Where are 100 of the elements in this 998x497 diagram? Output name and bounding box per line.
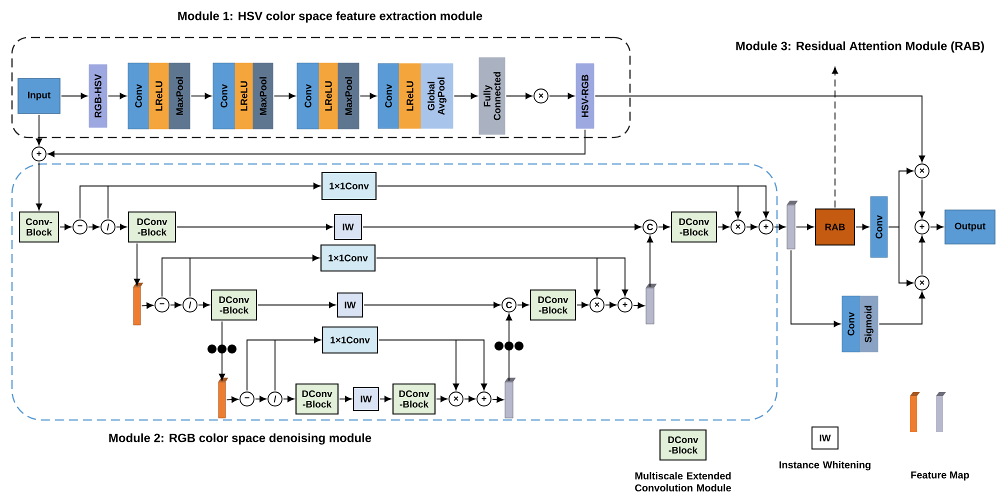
arrow [888, 226, 914, 286]
arrow [141, 302, 154, 309]
layer-strip: Conv [842, 296, 860, 352]
arrow [517, 302, 529, 308]
arrow [796, 224, 814, 230]
arrow [283, 396, 294, 402]
arrow [436, 396, 448, 402]
feature-map [218, 378, 228, 418]
conv-box: 1×1Conv [321, 172, 377, 200]
arrow [134, 243, 140, 286]
arrow [190, 254, 320, 297]
layer-strip: LReLU [398, 63, 422, 129]
block-box: Conv- Block [18, 211, 60, 243]
arrow [378, 340, 488, 390]
arrow [176, 224, 333, 230]
layer-strip: Conv [296, 62, 320, 130]
block-box: DConv -Block [210, 289, 258, 321]
arrow [790, 250, 841, 328]
conv-box: 1×1Conv [320, 244, 376, 272]
rab-box: RAB [814, 208, 856, 246]
layer-strip: Global AvgPool [420, 63, 454, 129]
arrow [856, 224, 870, 230]
output-box: Output [944, 210, 996, 244]
module-title: Module 3: Residual Attention Module (RAB) [736, 41, 984, 53]
block-box: DConv -Block [128, 211, 176, 243]
arrow [339, 396, 352, 402]
arrow [255, 396, 266, 402]
arrow [549, 92, 575, 100]
arrow [718, 224, 730, 230]
arrow [88, 224, 100, 230]
arrow [506, 92, 532, 100]
layer-strip: Conv [212, 62, 236, 130]
feature-map [133, 282, 144, 326]
arrow [832, 66, 838, 208]
arrow [594, 96, 926, 162]
layer-strip: Sigmoid [860, 296, 878, 352]
layer-strip: MaxPool [252, 62, 274, 130]
block-box: DConv -Block [295, 383, 339, 415]
arrow [878, 292, 926, 324]
layer-strip: MaxPool [168, 62, 190, 130]
arrow [746, 224, 758, 230]
conv-box: 1×1Conv [322, 326, 378, 354]
arrow [258, 302, 336, 308]
arrow [218, 321, 226, 381]
arrow [60, 92, 88, 100]
arrow [226, 396, 238, 403]
arrow [170, 302, 182, 308]
arrow [506, 314, 512, 382]
layer-strip: LReLU [234, 62, 254, 130]
layer-strip: Fully Connected [478, 57, 506, 135]
legend-caption: Multiscale Extended Convolution Module [635, 472, 731, 492]
iw-box: IW [336, 292, 364, 318]
conversion-box: RGB-HSV [88, 64, 108, 128]
arrow [190, 92, 212, 100]
arrow [274, 336, 321, 391]
arrow [116, 224, 127, 230]
arrow [918, 179, 926, 218]
arrow [380, 396, 392, 402]
layer-strip: MaxPool [338, 62, 360, 130]
arrow [60, 224, 72, 230]
legend-text: Feature Map [911, 472, 970, 480]
conv-box: Conv [870, 196, 888, 258]
iw-box: IW [352, 386, 380, 412]
arrow [108, 92, 127, 100]
arrow [48, 129, 586, 158]
conversion-box: HSV-RGB [576, 63, 594, 129]
layer-strip: Conv [128, 62, 150, 130]
block-box: DConv -Block [659, 429, 707, 461]
arrow [774, 224, 786, 230]
arrow [464, 396, 476, 402]
iw-box: IW [812, 426, 838, 450]
feature-map [786, 200, 798, 250]
block-box: DConv -Block [670, 211, 718, 243]
arrow [492, 396, 504, 403]
layer-strip: LReLU [148, 62, 170, 130]
arrow [362, 224, 642, 230]
arrow [454, 92, 478, 100]
iw-box: IW [334, 214, 362, 240]
arrow [576, 302, 588, 308]
arrow [274, 92, 296, 100]
arrow [360, 92, 377, 100]
block-box: DConv -Block [392, 383, 436, 415]
module-title: Module 2: RGB color space denoising module [109, 433, 372, 445]
arrow [633, 302, 645, 309]
arrow [918, 236, 926, 275]
arrow [658, 224, 670, 230]
arrow [36, 114, 42, 146]
block-box: DConv -Block [530, 289, 576, 321]
legend-caption: Instance Whitening [780, 461, 870, 470]
arrow [605, 302, 616, 308]
arrow [646, 236, 654, 288]
arrow [198, 302, 210, 308]
arrow [930, 224, 944, 230]
input-box: Input [18, 78, 60, 114]
arrow [364, 302, 500, 308]
arrow [36, 162, 42, 210]
layer-strip: LReLU [318, 62, 338, 130]
feature-map [504, 378, 516, 418]
module-title: Module 1: HSV color space feature extraction module [178, 11, 482, 23]
layer-strip: Conv [378, 63, 400, 129]
